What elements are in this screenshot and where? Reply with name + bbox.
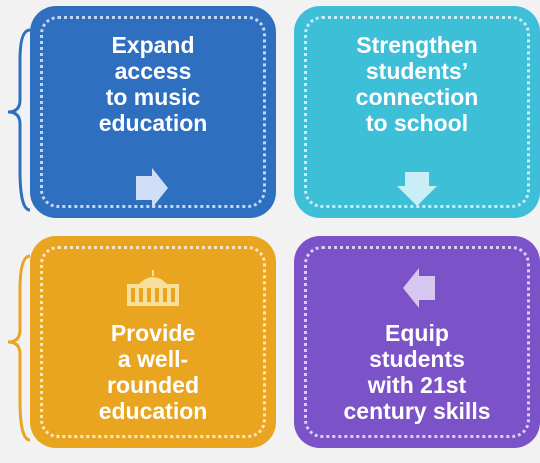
quadrant-well-rounded-education: Provide a well- rounded education <box>30 236 276 448</box>
quadrant-label: Provide a well- rounded education <box>98 320 208 424</box>
dotted-border <box>304 16 530 208</box>
quadrant-strengthen-connection: Strengthen students’ connection to schoo… <box>294 6 540 218</box>
quadrant-21st-century-skills: Equip students with 21st century skills <box>294 236 540 448</box>
white-house-icon <box>127 270 179 306</box>
arrow-down-icon <box>397 172 437 206</box>
dotted-border <box>40 246 266 438</box>
left-brace-bottom <box>7 254 31 442</box>
arrow-left-icon <box>403 268 435 308</box>
quadrant-label: Equip students with 21st century skills <box>343 320 491 424</box>
arrow-right-icon <box>136 168 168 208</box>
quadrant-label: Strengthen students’ connection to schoo… <box>355 32 479 136</box>
quadrant-label: Expand access to music education <box>98 32 208 136</box>
quadrant-expand-access: Expand access to music education <box>30 6 276 218</box>
dotted-border <box>304 246 530 438</box>
left-brace-top <box>7 28 31 212</box>
